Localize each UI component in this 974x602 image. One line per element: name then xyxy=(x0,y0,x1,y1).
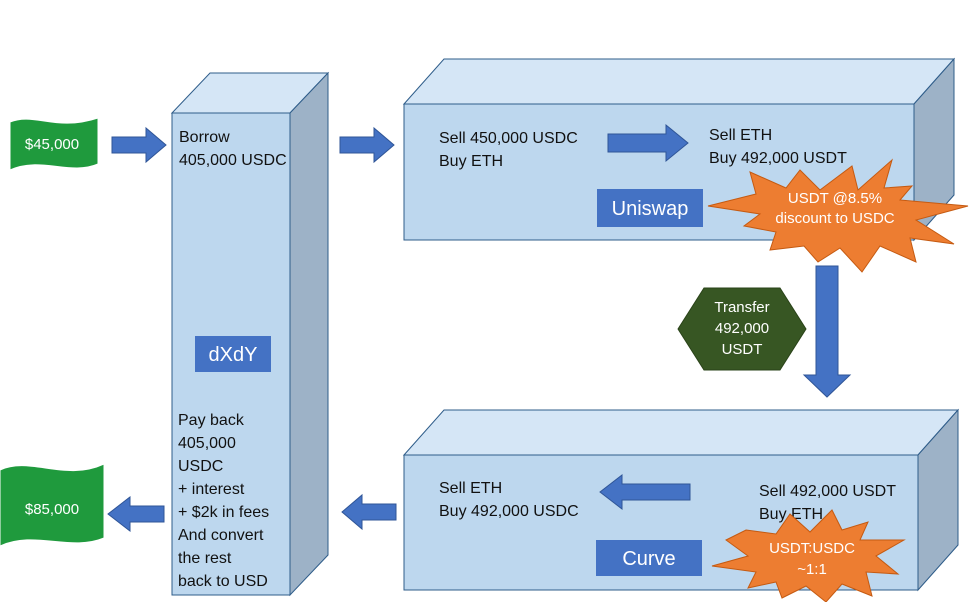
dxdy-payback-line-8: back to USD xyxy=(178,573,268,590)
uniswap-right-line-2: Buy 492,000 USDT xyxy=(709,150,847,167)
money-in-banner: $45,000 xyxy=(9,117,99,171)
money-out-label: $85,000 xyxy=(25,501,79,518)
dxdy-payback-line-5: + $2k in fees xyxy=(178,504,269,521)
dxdy-label-box xyxy=(195,336,271,372)
uniswap-label: Uniswap xyxy=(612,198,689,220)
curve-label: Curve xyxy=(622,548,675,570)
curve-left-line-1: Sell ETH xyxy=(439,480,502,497)
dxdy-label: dXdY xyxy=(209,344,258,366)
uniswap-box xyxy=(402,57,956,242)
money-out-banner: $85,000 xyxy=(0,463,105,547)
transfer-line-3: USDT xyxy=(722,341,763,358)
uniswap-burst-line-1: USDT @8.5% xyxy=(788,190,882,207)
curve-burst xyxy=(711,509,906,602)
money-in-label: $45,000 xyxy=(25,136,79,153)
curve-label-box xyxy=(596,540,702,576)
transfer-hexagon xyxy=(677,287,807,371)
uniswap-left-line-1: Sell 450,000 USDC xyxy=(439,130,578,147)
arrow-down-to-curve xyxy=(802,265,852,398)
curve-left-line-2: Buy 492,000 USDC xyxy=(439,503,579,520)
arrow-out-of-curve xyxy=(341,493,397,531)
arrow-within-uniswap xyxy=(607,123,689,163)
uniswap-right-line-1: Sell ETH xyxy=(709,127,772,144)
dxdy-payback-line-6: And convert xyxy=(178,527,264,544)
dxdy-payback-line-1: Pay back xyxy=(178,412,245,429)
dxdy-payback-line-4: + interest xyxy=(178,481,245,498)
curve-burst-line-2: ~1:1 xyxy=(797,561,827,578)
arrow-within-curve xyxy=(599,473,691,511)
arrow-into-dxdy xyxy=(111,126,167,164)
dxdy-borrow-line-2: 405,000 USDC xyxy=(179,152,287,169)
uniswap-burst xyxy=(707,158,969,273)
arrow-into-uniswap xyxy=(339,126,395,164)
transfer-line-1: Transfer xyxy=(714,299,769,316)
curve-right-line-1: Sell 492,000 USDT xyxy=(759,483,896,500)
uniswap-left-line-2: Buy ETH xyxy=(439,153,503,170)
dxdy-payback-line-3: USDC xyxy=(178,458,223,475)
uniswap-label-box xyxy=(597,189,703,227)
arrow-to-money-out xyxy=(107,495,165,533)
dxdy-borrow-line-1: Borrow xyxy=(179,129,230,146)
dxdy-payback-line-2: 405,000 xyxy=(178,435,236,452)
dxdy-payback-line-7: the rest xyxy=(178,550,232,567)
uniswap-burst-line-2: discount to USDC xyxy=(775,210,894,227)
transfer-line-2: 492,000 xyxy=(715,320,769,337)
curve-burst-line-1: USDT:USDC xyxy=(769,540,855,557)
